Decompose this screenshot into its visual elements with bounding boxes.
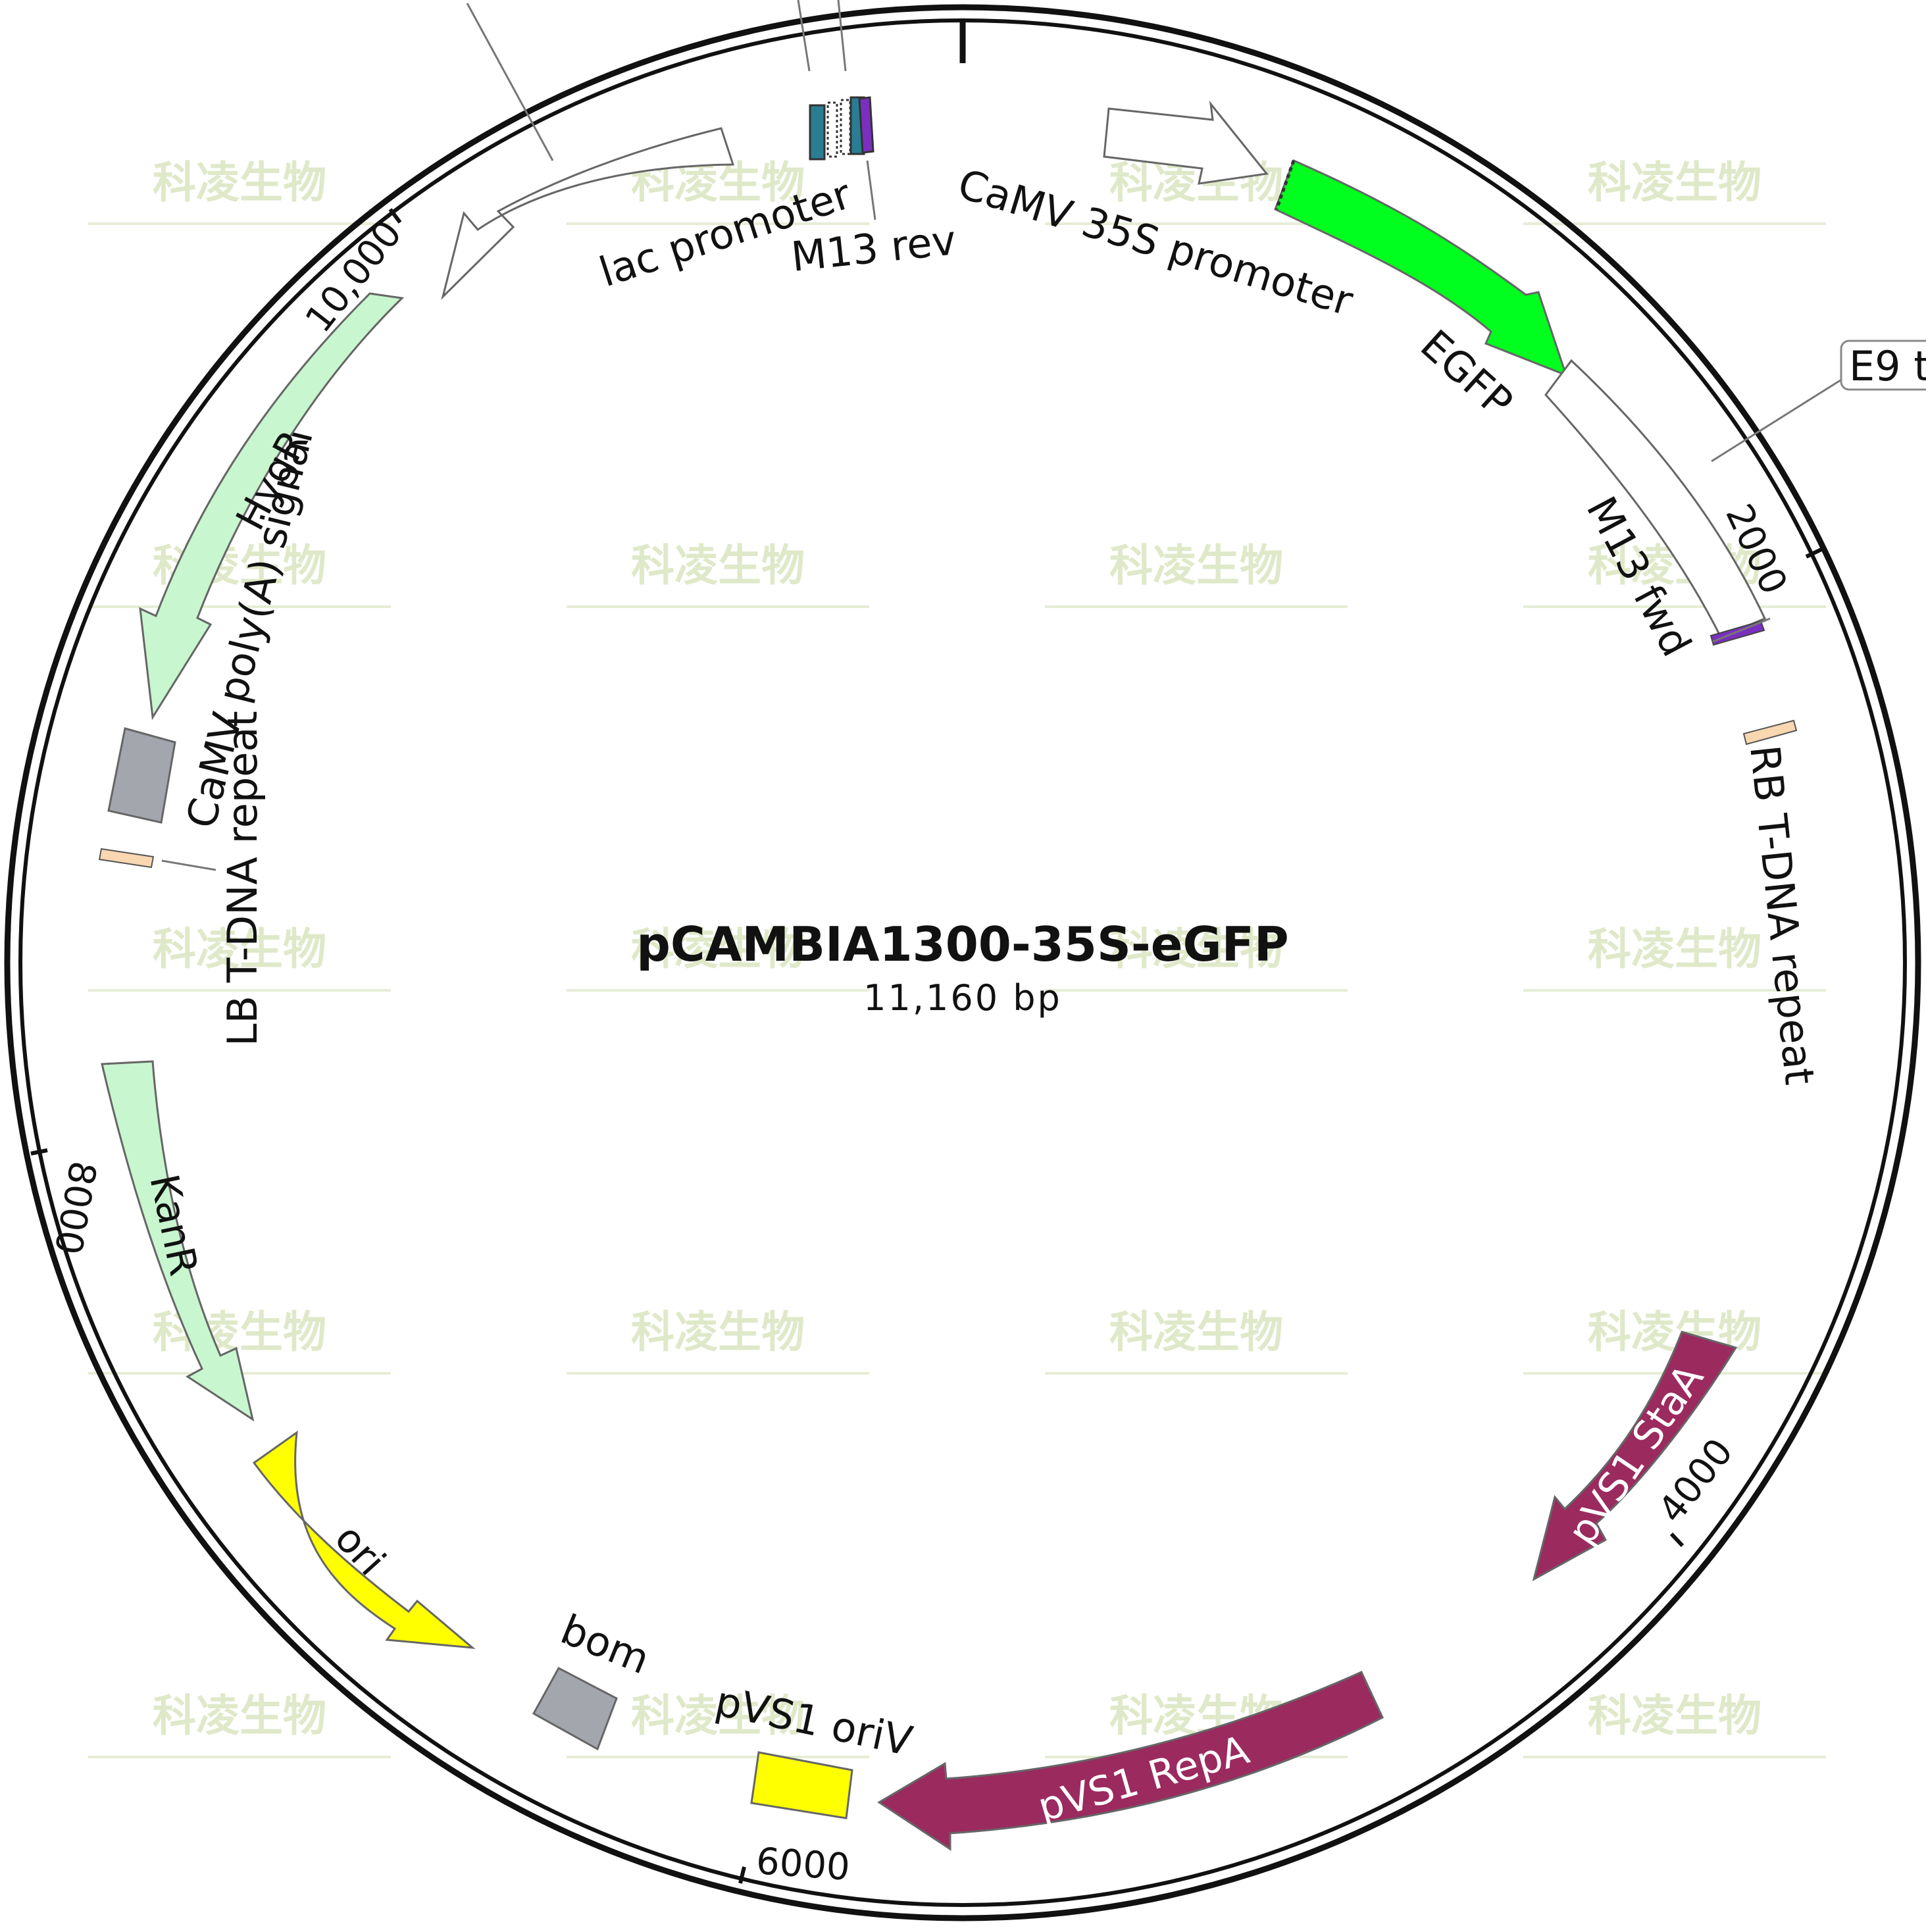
feature-label: RB T-DNA repeat (1740, 743, 1824, 1087)
watermark-text: 科凌生物 (1109, 540, 1283, 591)
feature-lb-tdna-repeat[interactable]: LB T-DNA repeat (98, 711, 266, 1046)
feature-shape[interactable] (877, 1671, 1384, 1851)
feature-shape[interactable] (1532, 1331, 1738, 1581)
feature-ori[interactable]: ori (252, 1430, 476, 1649)
feature-shape[interactable] (107, 727, 176, 824)
watermark-text: 科凌生物 (631, 924, 805, 975)
feature-rb-tdna-repeat[interactable]: RB T-DNA repeat (1740, 719, 1824, 1087)
site-block (826, 101, 838, 158)
feature-label: pVS1 oriV (711, 1677, 917, 1765)
feature-label: E9 t (1849, 342, 1926, 390)
feature-shape[interactable] (252, 1430, 476, 1649)
feature-shape[interactable] (98, 848, 155, 869)
watermark-text: 科凌生物 (153, 157, 326, 208)
feature-shape[interactable] (750, 1751, 853, 1819)
tick-label-8000: 8000 (45, 1158, 104, 1258)
watermark-text: 科凌生物 (631, 1690, 805, 1741)
plasmid-size: 11,160 bp (863, 977, 1062, 1019)
site-block (809, 104, 826, 161)
callout-box (1840, 340, 1926, 391)
feature-pvs1-oriv[interactable]: pVS1 oriV (711, 1677, 917, 1819)
watermark-text: 科凌生物 (631, 1307, 805, 1358)
watermark-text: 科凌生物 (1588, 157, 1761, 208)
feature-shape[interactable] (139, 292, 405, 721)
tick-label-6000: 6000 (755, 1840, 851, 1889)
watermark-text: 科凌生物 (153, 924, 326, 975)
feature-shape[interactable] (532, 1666, 618, 1751)
watermark-text: 科凌生物 (1588, 924, 1761, 975)
plasmid-name: pCAMBIA1300-35S-eGFP (636, 917, 1288, 972)
feature-label: pVS1 RepA (1033, 1727, 1254, 1831)
feature-hygr[interactable]: HygR (139, 292, 405, 721)
tick-6000: 6000 (738, 1840, 851, 1889)
watermark-text: 科凌生物 (631, 540, 805, 591)
feature-kanr[interactable]: KanR (101, 1060, 255, 1422)
feature-e9-terminator[interactable]: E9 t (1544, 340, 1926, 638)
feature-shape[interactable] (1742, 719, 1798, 746)
site-block (840, 99, 851, 155)
feature-label: KanR (140, 1171, 207, 1280)
feature-shape[interactable] (101, 1060, 255, 1422)
feature-label: bom (554, 1605, 656, 1683)
feature-shape[interactable] (441, 127, 735, 300)
feature-shape[interactable] (858, 96, 874, 154)
feature-shape[interactable] (1103, 100, 1269, 185)
watermark-text: 科凌生物 (1109, 924, 1283, 975)
watermark-text: 科凌生物 (153, 1690, 326, 1741)
feature-m13-rev[interactable]: M13 rev (789, 0, 958, 281)
watermark-text: 科凌生物 (1109, 1307, 1283, 1358)
feature-label: LB T-DNA repeat (218, 711, 266, 1046)
watermark-text: 科凌生物 (1588, 1690, 1761, 1741)
